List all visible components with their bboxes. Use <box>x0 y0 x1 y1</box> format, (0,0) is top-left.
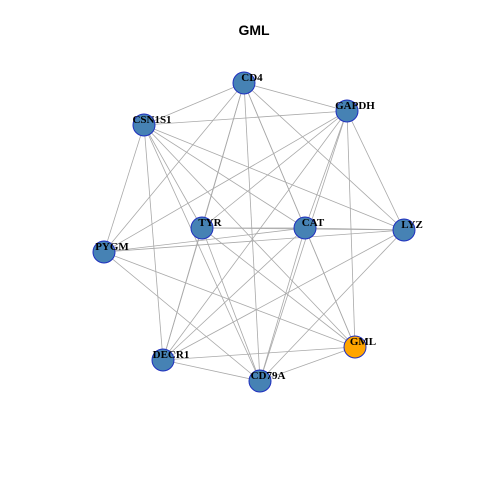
edge-csn1s1-cd79a <box>143 124 261 382</box>
node-label-gapdh: GAPDH <box>335 100 375 112</box>
node-cat <box>293 216 317 240</box>
edge-lyz-pygm <box>103 229 405 253</box>
edge-cd4-gapdh <box>243 82 348 112</box>
edge-gml-cd79a <box>259 346 356 382</box>
edge-csn1s1-cat <box>143 124 306 229</box>
edge-csn1s1-lyz <box>143 124 405 231</box>
edge-lyz-cd79a <box>259 229 405 382</box>
node-label-cd4: CD4 <box>241 72 263 84</box>
node-decr1 <box>151 348 175 372</box>
node-tyr <box>190 216 214 240</box>
node-label-cat: CAT <box>302 217 325 229</box>
edge-cat-gml <box>304 227 356 348</box>
edge-tyr-cd79a <box>201 227 261 382</box>
edge-gapdh-pygm <box>103 110 348 253</box>
edge-gapdh-csn1s1 <box>143 110 348 126</box>
node-label-gml: GML <box>350 336 376 348</box>
edge-cat-lyz <box>304 227 405 231</box>
edge-csn1s1-pygm <box>103 124 145 253</box>
edge-gapdh-lyz <box>346 110 405 231</box>
node-label-tyr: TYR <box>198 217 222 229</box>
node-label-cd79a: CD79A <box>251 370 286 382</box>
edge-csn1s1-gml <box>143 124 356 348</box>
edge-gapdh-decr1 <box>162 110 348 361</box>
edge-cd4-csn1s1 <box>143 82 245 126</box>
edge-cat-pygm <box>103 227 306 253</box>
edge-cd4-pygm <box>103 82 245 253</box>
node-pygm <box>92 240 116 264</box>
edge-decr1-cd79a <box>162 359 261 382</box>
edge-lyz-decr1 <box>162 229 405 361</box>
node-label-pygm: PYGM <box>95 241 129 253</box>
node-csn1s1 <box>132 113 156 137</box>
edge-gapdh-cd79a <box>259 110 348 382</box>
edge-tyr-decr1 <box>162 227 203 361</box>
node-label-csn1s1: CSN1S1 <box>132 114 171 126</box>
edge-cat-decr1 <box>162 227 306 361</box>
node-cd4 <box>232 71 256 95</box>
node-label-lyz: LYZ <box>401 219 423 231</box>
edge-csn1s1-decr1 <box>143 124 164 361</box>
node-label-decr1: DECR1 <box>153 349 190 361</box>
node-gapdh <box>335 99 359 123</box>
node-gml <box>343 335 367 359</box>
edge-pygm-cd79a <box>103 251 261 382</box>
node-lyz <box>392 218 416 242</box>
edge-gapdh-cat <box>304 110 348 229</box>
diagram-title: GML <box>238 22 270 38</box>
edge-pygm-gml <box>103 251 356 348</box>
node-cd79a <box>248 369 272 393</box>
edge-layer <box>103 82 405 382</box>
edge-cat-cd79a <box>259 227 306 382</box>
edge-gapdh-tyr <box>201 110 348 229</box>
edge-tyr-gml <box>201 227 356 348</box>
node-layer <box>92 71 416 393</box>
edge-cd4-cd79a <box>243 82 261 382</box>
edge-gml-decr1 <box>162 346 356 361</box>
edge-csn1s1-tyr <box>143 124 203 229</box>
edge-cd4-lyz <box>243 82 405 231</box>
